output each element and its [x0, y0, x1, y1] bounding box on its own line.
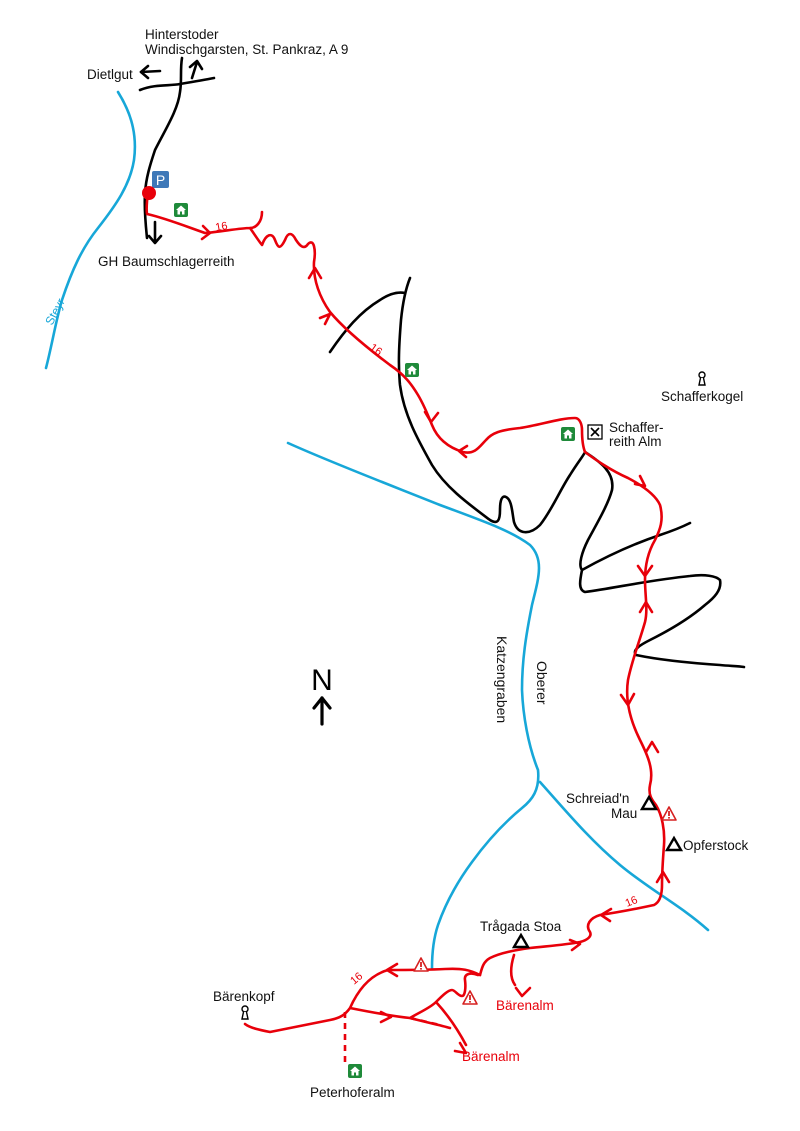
parking-icon: P — [152, 171, 169, 188]
label-schreiadn-line1: Schreiad'n — [566, 791, 629, 806]
peak-triangle-icon — [664, 835, 684, 852]
route-start-segment — [145, 190, 587, 454]
label-schaffer-line2: reith Alm — [609, 434, 662, 449]
route-number-label: 16 — [214, 220, 228, 234]
restaurant-icon — [587, 424, 603, 440]
warning-icon — [413, 957, 429, 972]
label-schafferkogel: Schafferkogel — [661, 389, 743, 404]
label-dietlgut: Dietlgut — [87, 67, 133, 82]
arrow-down-icon — [147, 220, 163, 245]
roads — [138, 56, 746, 669]
hut-icon — [405, 363, 419, 377]
hiking-route-16: 16 16 16 16 — [145, 190, 671, 1065]
label-schaffer-line1: Schaffer- — [609, 420, 664, 435]
warning-icon — [661, 806, 677, 821]
route-number-label: 16 — [348, 970, 365, 987]
label-peterhoferalm: Peterhoferalm — [310, 1085, 395, 1100]
route-number-label: 16 — [367, 342, 384, 359]
river-side-branch — [538, 780, 710, 932]
label-baerenkopf: Bärenkopf — [213, 989, 275, 1004]
peak-triangle-icon — [639, 794, 659, 811]
hut-icon — [348, 1064, 362, 1078]
river-katzengraben — [286, 441, 541, 970]
label-river-oberer: Oberer — [534, 661, 550, 705]
summit-icon — [698, 371, 706, 386]
route-direction-arrows — [200, 224, 671, 1055]
road-dietlgut — [138, 76, 216, 92]
label-river-steyr: Steyr — [42, 296, 68, 327]
hut-icon — [174, 203, 188, 217]
label-baerenalm-lower: Bärenalm — [462, 1049, 520, 1064]
label-baerenalm-upper: Bärenalm — [496, 998, 554, 1013]
label-river-katzengraben: Katzengraben — [494, 636, 510, 723]
road-forest-b — [397, 276, 587, 534]
hut-icon — [561, 427, 575, 441]
river-labels: Steyr Oberer Katzengraben — [42, 296, 550, 723]
arrow-left-icon — [139, 64, 162, 80]
start-point-marker — [142, 186, 156, 200]
river-steyr — [44, 90, 137, 370]
peak-triangle-icon — [511, 932, 531, 949]
road-direction-arrows — [139, 59, 204, 245]
label-windischgarsten: Windischgarsten, St. Pankraz, A 9 — [145, 42, 348, 57]
route-lower-dashed — [409, 1016, 441, 1027]
label-hinterstoder: Hinterstoder — [145, 27, 219, 42]
label-tragada-stoa: Trågada Stoa — [480, 919, 562, 934]
route-schaffer-descent — [478, 450, 666, 977]
route-number-label: 16 — [624, 894, 640, 910]
route-baerenalm-spur — [509, 953, 517, 987]
north-arrow-icon: N — [311, 664, 333, 726]
road-schaffer-switchbacks — [578, 450, 746, 669]
arrow-up-icon — [188, 59, 204, 80]
place-labels: Hinterstoder Windischgarsten, St. Pankra… — [87, 27, 749, 1100]
label-schreiadn-line2: Mau — [611, 806, 637, 821]
svg-text:P: P — [156, 172, 165, 188]
rivers — [44, 90, 710, 970]
label-opferstock: Opferstock — [683, 838, 749, 853]
road-forest-a — [328, 291, 407, 354]
label-gh-baumschlagerreith: GH Baumschlagerreith — [98, 254, 235, 269]
north-label: N — [311, 664, 333, 697]
summit-icon — [241, 1005, 249, 1020]
